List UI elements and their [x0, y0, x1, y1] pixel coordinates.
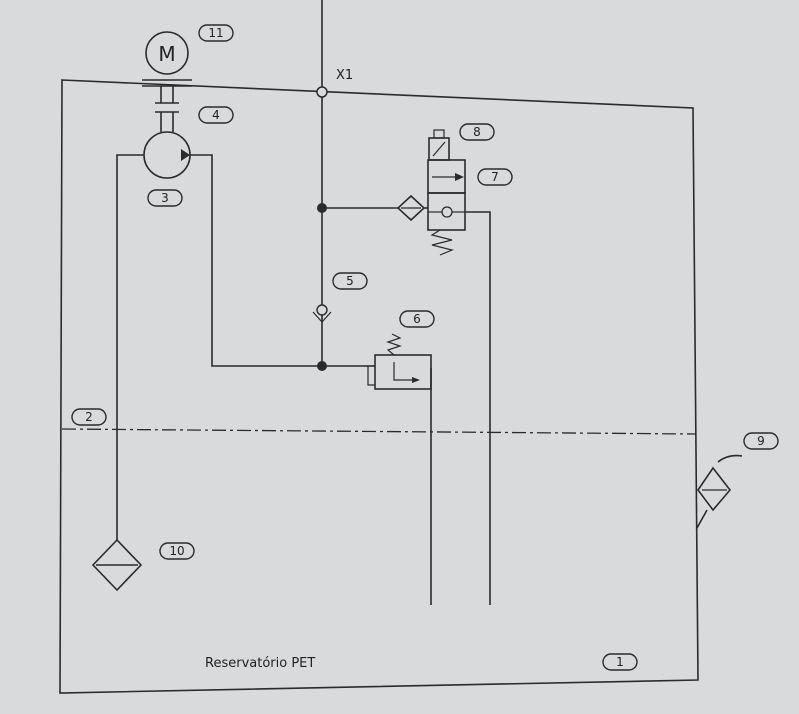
svg-text:11: 11	[208, 26, 223, 40]
item-tag-3: 3	[147, 189, 183, 207]
item-tag-9: 9	[743, 432, 779, 450]
directional-valve-7	[427, 159, 466, 256]
svg-text:5: 5	[346, 274, 354, 288]
relief-valve-6	[366, 333, 432, 390]
reservoir-boundary	[59, 79, 699, 694]
reservoir-title: Reservatório PET	[205, 656, 315, 671]
oil-level-line	[61, 428, 697, 435]
item-tag-10: 10	[159, 542, 195, 560]
svg-text:6: 6	[413, 312, 421, 326]
suction-line	[116, 154, 144, 540]
breather-filter-9	[696, 454, 743, 529]
coupling-4	[155, 86, 179, 132]
svg-text:2: 2	[85, 410, 93, 424]
svg-text:7: 7	[491, 170, 499, 184]
port-x1-label: X1	[336, 68, 353, 83]
svg-text:M: M	[158, 42, 175, 66]
item-tag-7: 7	[477, 168, 513, 186]
item-tag-6: 6	[399, 310, 435, 328]
svg-text:8: 8	[473, 125, 481, 139]
svg-text:1: 1	[616, 655, 624, 669]
valve-return-line	[465, 211, 491, 605]
item-tag-1: 1	[602, 653, 638, 671]
port-x1-symbol	[316, 86, 328, 98]
item-tag-8: 8	[459, 123, 495, 141]
item-tag-11: 11	[198, 24, 234, 42]
svg-text:10: 10	[169, 544, 184, 558]
pump-outlet-line	[190, 154, 322, 367]
item-tag-5: 5	[332, 272, 368, 290]
svg-text:3: 3	[161, 191, 169, 205]
check-valve-5	[312, 304, 332, 323]
pressure-filter	[396, 194, 426, 222]
electric-motor-11: M	[142, 31, 192, 87]
svg-text:4: 4	[212, 108, 220, 122]
solenoid-8	[428, 129, 450, 161]
hydraulic-pump-3	[143, 131, 191, 179]
suction-filter-10	[91, 538, 143, 592]
item-tag-2: 2	[71, 408, 107, 426]
item-tag-4: 4	[198, 106, 234, 124]
svg-text:9: 9	[757, 434, 765, 448]
